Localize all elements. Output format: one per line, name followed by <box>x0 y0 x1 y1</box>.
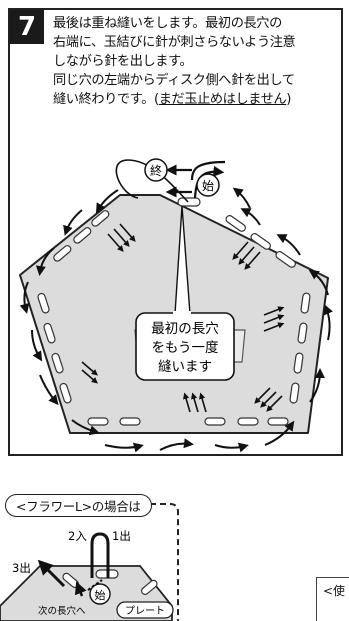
flower-l-diagram: 始 2入 1出 3出 次の長穴へ プレート <box>0 503 179 621</box>
plate-label: プレート <box>125 605 165 617</box>
callout-line: をもう一度 <box>151 340 218 356</box>
instruction-line: しながら針を出します。 <box>53 54 193 69</box>
plate-label-box <box>116 601 174 619</box>
label-2in: 2入 <box>68 529 87 543</box>
start-marker <box>196 173 220 197</box>
flower-l-title: <フラワーL>の場合は <box>5 494 152 517</box>
step-number-badge: 7 <box>10 10 44 44</box>
end-label: 終 <box>150 163 162 178</box>
start-marker <box>89 583 111 605</box>
dashed-frame <box>150 503 179 621</box>
disc-slots <box>37 197 311 426</box>
callout-line: 最初の長穴 <box>151 320 219 337</box>
stitch-arrows <box>81 223 285 413</box>
label-1out: 1出 <box>112 529 131 543</box>
flower-l-inset: 始 2入 1出 3出 次の長穴へ プレート <フラワーL>の場合は <box>0 494 200 621</box>
start-label: 始 <box>202 179 214 193</box>
step-panel: 7 最後は重ね縫いをします。最初の長穴の 右端に、玉結びに針が刺さらないよう注意… <box>8 8 343 456</box>
underlined-note: まだ玉止めはしません <box>158 92 287 107</box>
callout-line: 縫います <box>158 359 212 375</box>
instruction-line: 最後は重ね縫いをします。最初の長穴の <box>53 16 282 31</box>
cutoff-note-text: <使 <box>323 584 346 598</box>
start-label: 始 <box>95 588 106 602</box>
callout-pointer <box>174 205 191 315</box>
instruction-line: 同じ穴の左端からディスク側へ針を出して <box>53 73 295 88</box>
label-3out: 3出 <box>12 561 31 575</box>
next-slot-label: 次の長穴へ <box>38 605 86 617</box>
cutoff-note-box: <使 <box>316 577 349 621</box>
instructions-text: 最後は重ね縫いをします。最初の長穴の 右端に、玉結びに針が刺さらないよう注意 し… <box>53 14 341 109</box>
thread <box>115 159 189 203</box>
outer-arrows <box>19 187 333 453</box>
sewing-diagram: 終 始 最初の長穴 をもう一度 縫います <box>19 158 333 453</box>
instruction-line: 縫い終わりです。(まだ玉止めはしません) <box>53 92 291 107</box>
end-marker <box>144 158 168 182</box>
instruction-line: 右端に、玉結びに針が刺さらないよう注意 <box>53 35 296 50</box>
needle-end-arrow <box>190 160 226 181</box>
